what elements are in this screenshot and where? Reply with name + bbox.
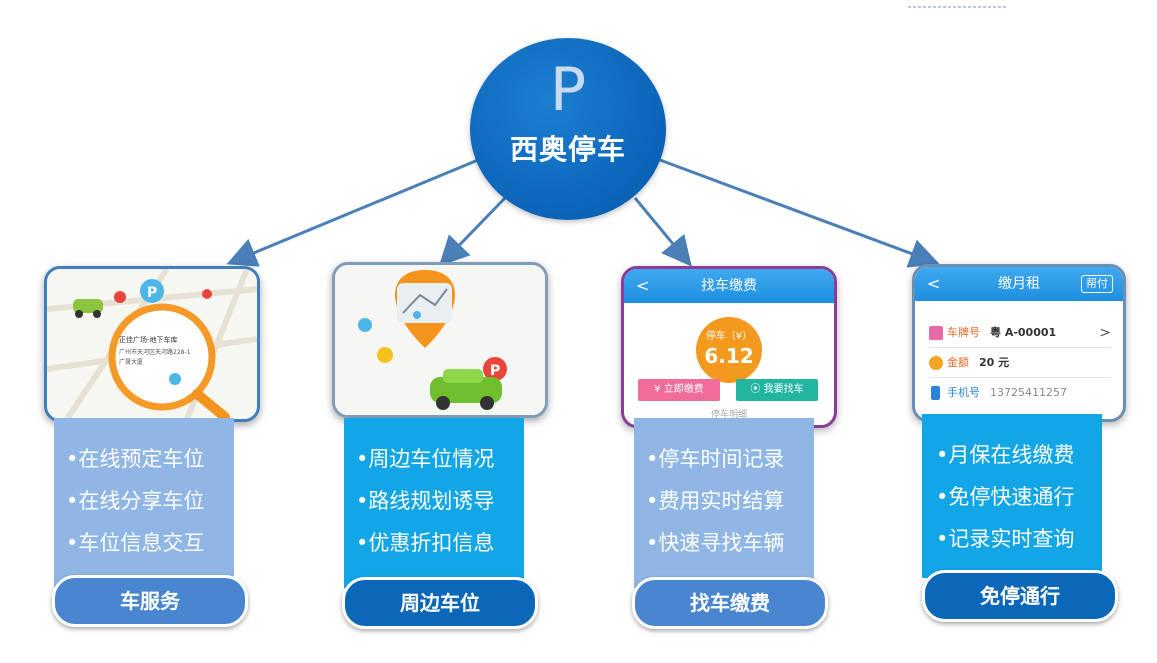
nearby-parking-thumbnail: P [332,262,548,418]
feature-item: •在线分享车位 [66,489,205,513]
yen-icon: ¥ [654,384,664,395]
fee-label: 停车（¥） [705,331,753,342]
feature-item: •停车时间记录 [646,447,785,471]
hub-title: 西奥停车 [509,133,626,166]
nearby-parking-features: •周边车位情况 •路线规划诱导 •优惠折扣信息 [344,418,524,588]
back-arrow-icon: < [927,274,941,293]
find-pay-screen: < 找车缴费 停车（¥） 6.12 ¥ 立即缴费 ⦿ 我要找车 停车明细 [621,266,837,428]
screen-title: 缴月租 [998,276,1040,292]
phone-icon [931,386,940,400]
place-address: 广州市天河区天河路228-1 [119,349,191,356]
car-service-features: •在线预定车位 •在线分享车位 •车位信息交互 [54,418,234,588]
nearby-parking-label: 周边车位 [342,577,538,629]
back-arrow-icon: < [636,276,650,295]
find-car-button: ⦿ 我要找车 [736,379,818,401]
place-building: 广晟大厦 [119,359,144,366]
arrow-to-find-pay [633,197,692,267]
feature-item: •月保在线缴费 [936,443,1075,467]
plate-row: 车牌号粤 A-00001 > [929,319,1111,348]
free-pass-label: 免停通行 [922,570,1118,622]
feature-item: •免停快速通行 [936,485,1075,509]
parking-p-icon: P [549,55,587,125]
find-pay-label: 找车缴费 [632,577,828,629]
svg-text:P: P [490,363,500,379]
fee-value: 6.12 [704,344,754,368]
arrow-to-car-service [226,158,479,267]
feature-item: •路线规划诱导 [356,489,495,513]
parking-fee-circle: 停车（¥） 6.12 [696,317,762,383]
feature-item: •费用实时结算 [646,489,785,513]
screen-header: < 缴月租 帮付 [915,267,1123,301]
parking-detail-divider: 停车明细 [710,410,747,420]
find-pay-features: •停车时间记录 •费用实时结算 •快速寻找车辆 [634,418,814,588]
feature-item: •记录实时查询 [936,527,1075,551]
feature-item: •车位信息交互 [66,531,205,555]
coin-icon [929,356,943,370]
screen-header: < 找车缴费 [624,269,834,303]
top-decoration [908,6,1008,8]
plate-icon [929,326,943,340]
chevron-right-icon: > [1099,325,1111,341]
place-name: 正佳广场-地下车库 [119,336,178,344]
car-service-thumbnail: P 正佳广场-地下车库 广州市天河区天河路228-1 广晟大厦 [44,266,260,422]
car-service-label: 车服务 [52,575,248,627]
svg-text:P: P [147,285,157,301]
hub-circle: P 西奥停车 [470,38,666,220]
arrow-to-nearby-parking [438,196,507,267]
screen-title: 找车缴费 [701,278,757,294]
feature-item: •在线预定车位 [66,447,205,471]
arrow-to-free-pass [659,158,940,268]
free-pass-features: •月保在线缴费 •免停快速通行 •记录实时查询 [922,414,1102,578]
pay-now-button: ¥ 立即缴费 [638,379,720,401]
location-pin-icon: ⦿ [750,384,764,395]
help-pay-button: 帮付 [1081,275,1113,293]
feature-item: •优惠折扣信息 [356,531,495,555]
feature-item: •快速寻找车辆 [646,531,785,555]
feature-item: •周边车位情况 [356,447,495,471]
